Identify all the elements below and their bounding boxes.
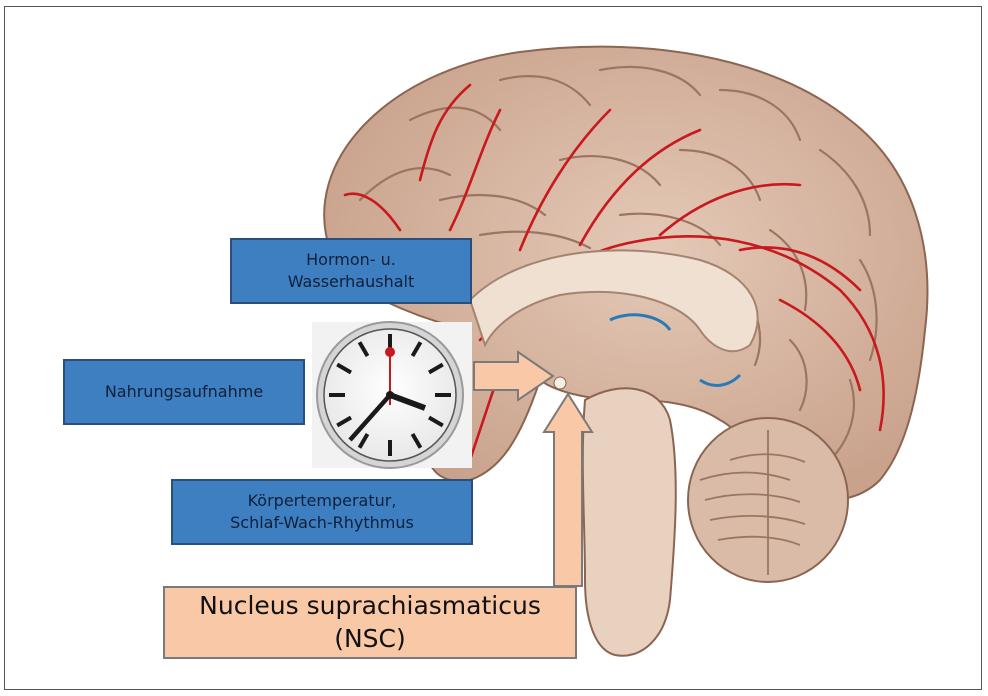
label-hormone-line2: Wasserhaushalt	[288, 271, 415, 293]
label-body-temperature: Körpertemperatur, Schlaf-Wach-Rhythmus	[171, 479, 473, 545]
label-temperature-line1: Körpertemperatur,	[248, 490, 397, 512]
label-hormone-water-balance: Hormon- u. Wasserhaushalt	[230, 238, 472, 304]
label-nsc-line1: Nucleus suprachiasmaticus	[199, 590, 541, 623]
nsc-target-point	[554, 377, 566, 389]
label-food-intake: Nahrungsaufnahme	[63, 359, 305, 425]
wall-clock-icon	[317, 322, 463, 468]
label-nsc-line2: (NSC)	[334, 623, 406, 656]
label-nsc: Nucleus suprachiasmaticus (NSC)	[163, 586, 577, 659]
brainstem	[583, 388, 676, 655]
label-food-text: Nahrungsaufnahme	[105, 381, 263, 403]
label-temperature-line2: Schlaf-Wach-Rhythmus	[230, 512, 414, 534]
label-hormone-line1: Hormon- u.	[306, 249, 396, 271]
